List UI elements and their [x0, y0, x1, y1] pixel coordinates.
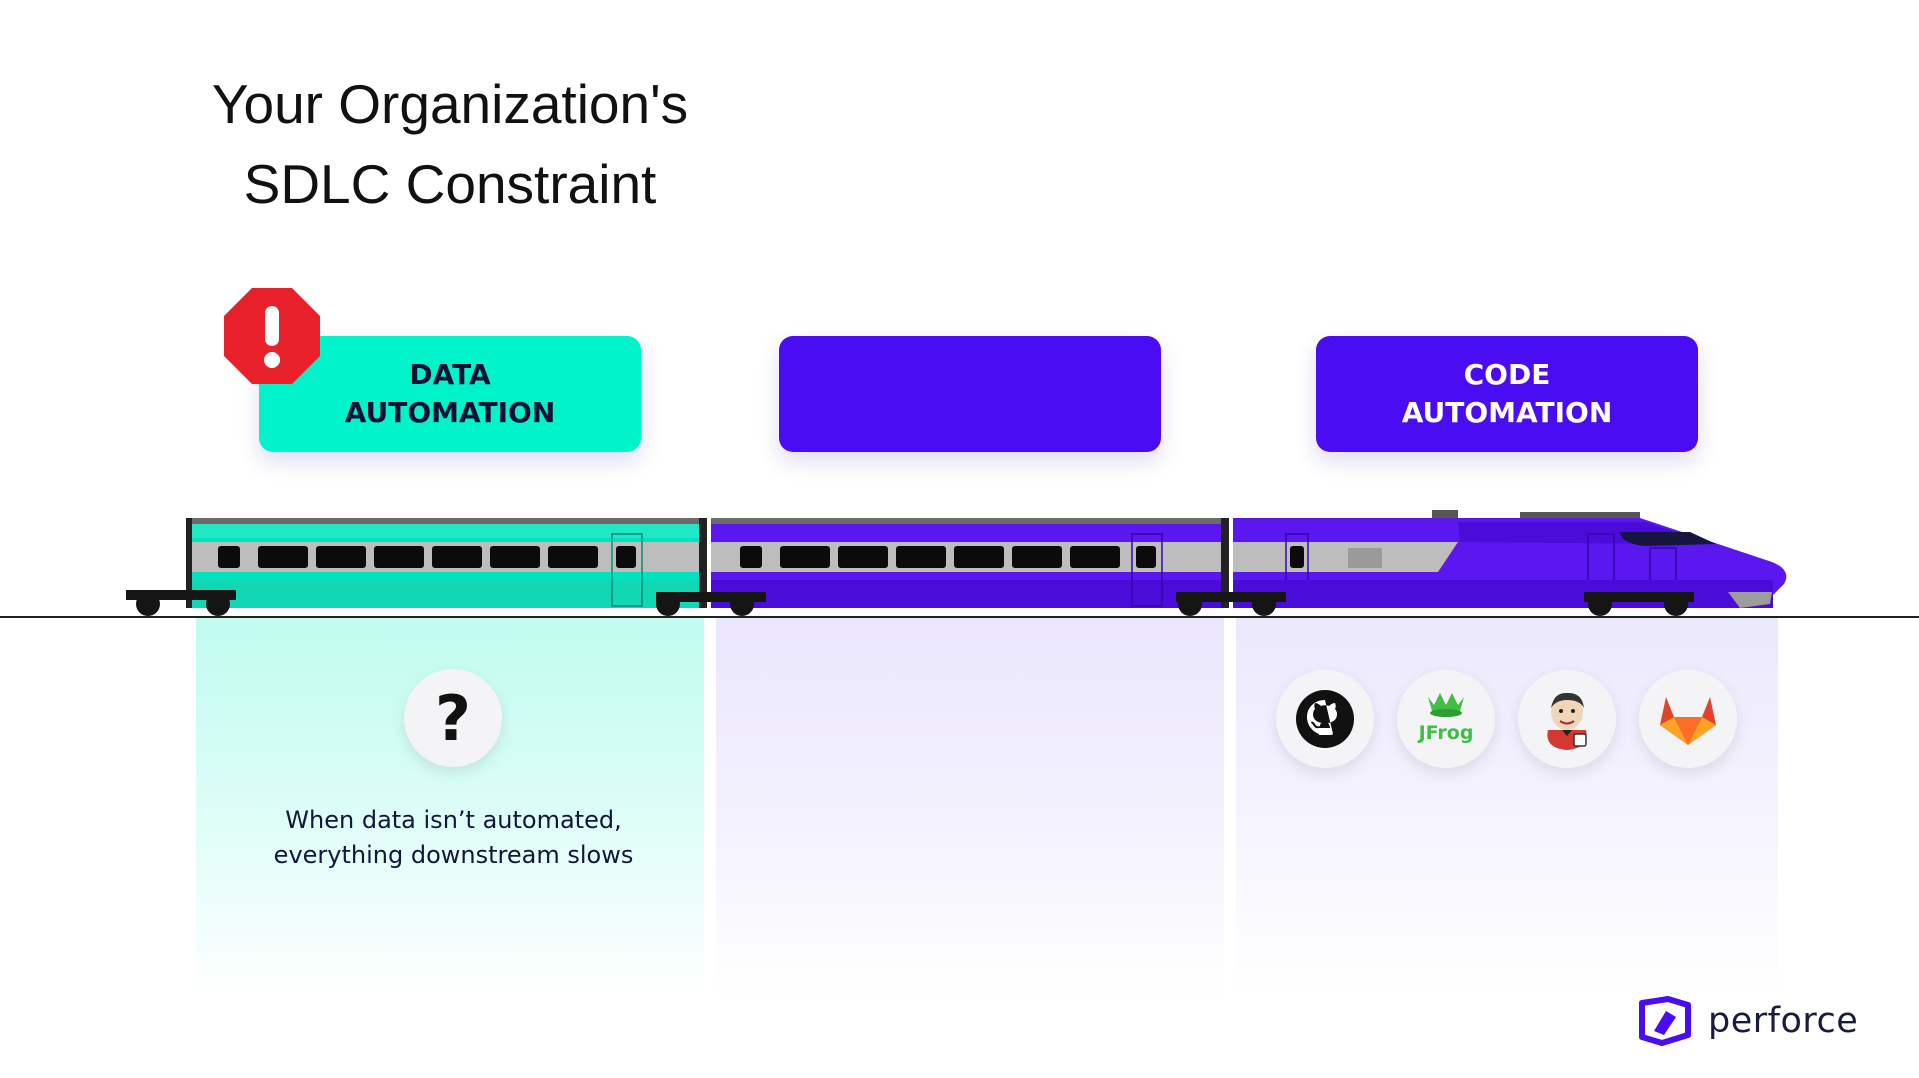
data-panel-caption-line-2: everything downstream slows — [273, 841, 634, 869]
perforce-mark-icon — [1639, 996, 1691, 1046]
train-illustration — [0, 510, 1919, 620]
jenkins-icon — [1518, 670, 1616, 768]
jfrog-logo-text: JFrog — [1417, 722, 1474, 744]
page-title-line-1: Your Organization's — [211, 73, 689, 135]
perforce-logo: perforce — [1636, 994, 1862, 1048]
data-panel-caption: When data isn’t automated, everything do… — [226, 803, 681, 873]
train-car-2 — [711, 518, 1229, 608]
gitlab-icon — [1639, 670, 1737, 768]
jfrog-icon: JFrog — [1397, 670, 1495, 768]
question-mark-icon: ? — [404, 669, 502, 767]
middle-stage-panel — [716, 618, 1224, 998]
github-icon — [1276, 670, 1374, 768]
question-mark-glyph: ? — [435, 681, 471, 755]
data-automation-label-line-2: AUTOMATION — [344, 396, 556, 429]
page-title: Your Organization's SDLC Constraint — [150, 64, 750, 224]
train-car-1 — [186, 518, 707, 608]
code-automation-label-line-2: AUTOMATION — [1401, 396, 1613, 429]
data-panel-caption-line-1: When data isn’t automated, — [285, 806, 622, 834]
train-locomotive — [1233, 510, 1787, 608]
middle-stage-label — [779, 336, 1161, 452]
data-automation-label-line-1: DATA — [409, 358, 491, 391]
page-title-line-2: SDLC Constraint — [243, 153, 657, 215]
data-automation-label: DATA AUTOMATION — [259, 336, 641, 452]
perforce-logo-text: perforce — [1708, 1001, 1859, 1041]
warning-octagon-icon — [224, 288, 320, 384]
code-automation-label-line-1: CODE — [1463, 358, 1551, 391]
train-wheels — [126, 590, 1694, 616]
code-automation-label: CODE AUTOMATION — [1316, 336, 1698, 452]
